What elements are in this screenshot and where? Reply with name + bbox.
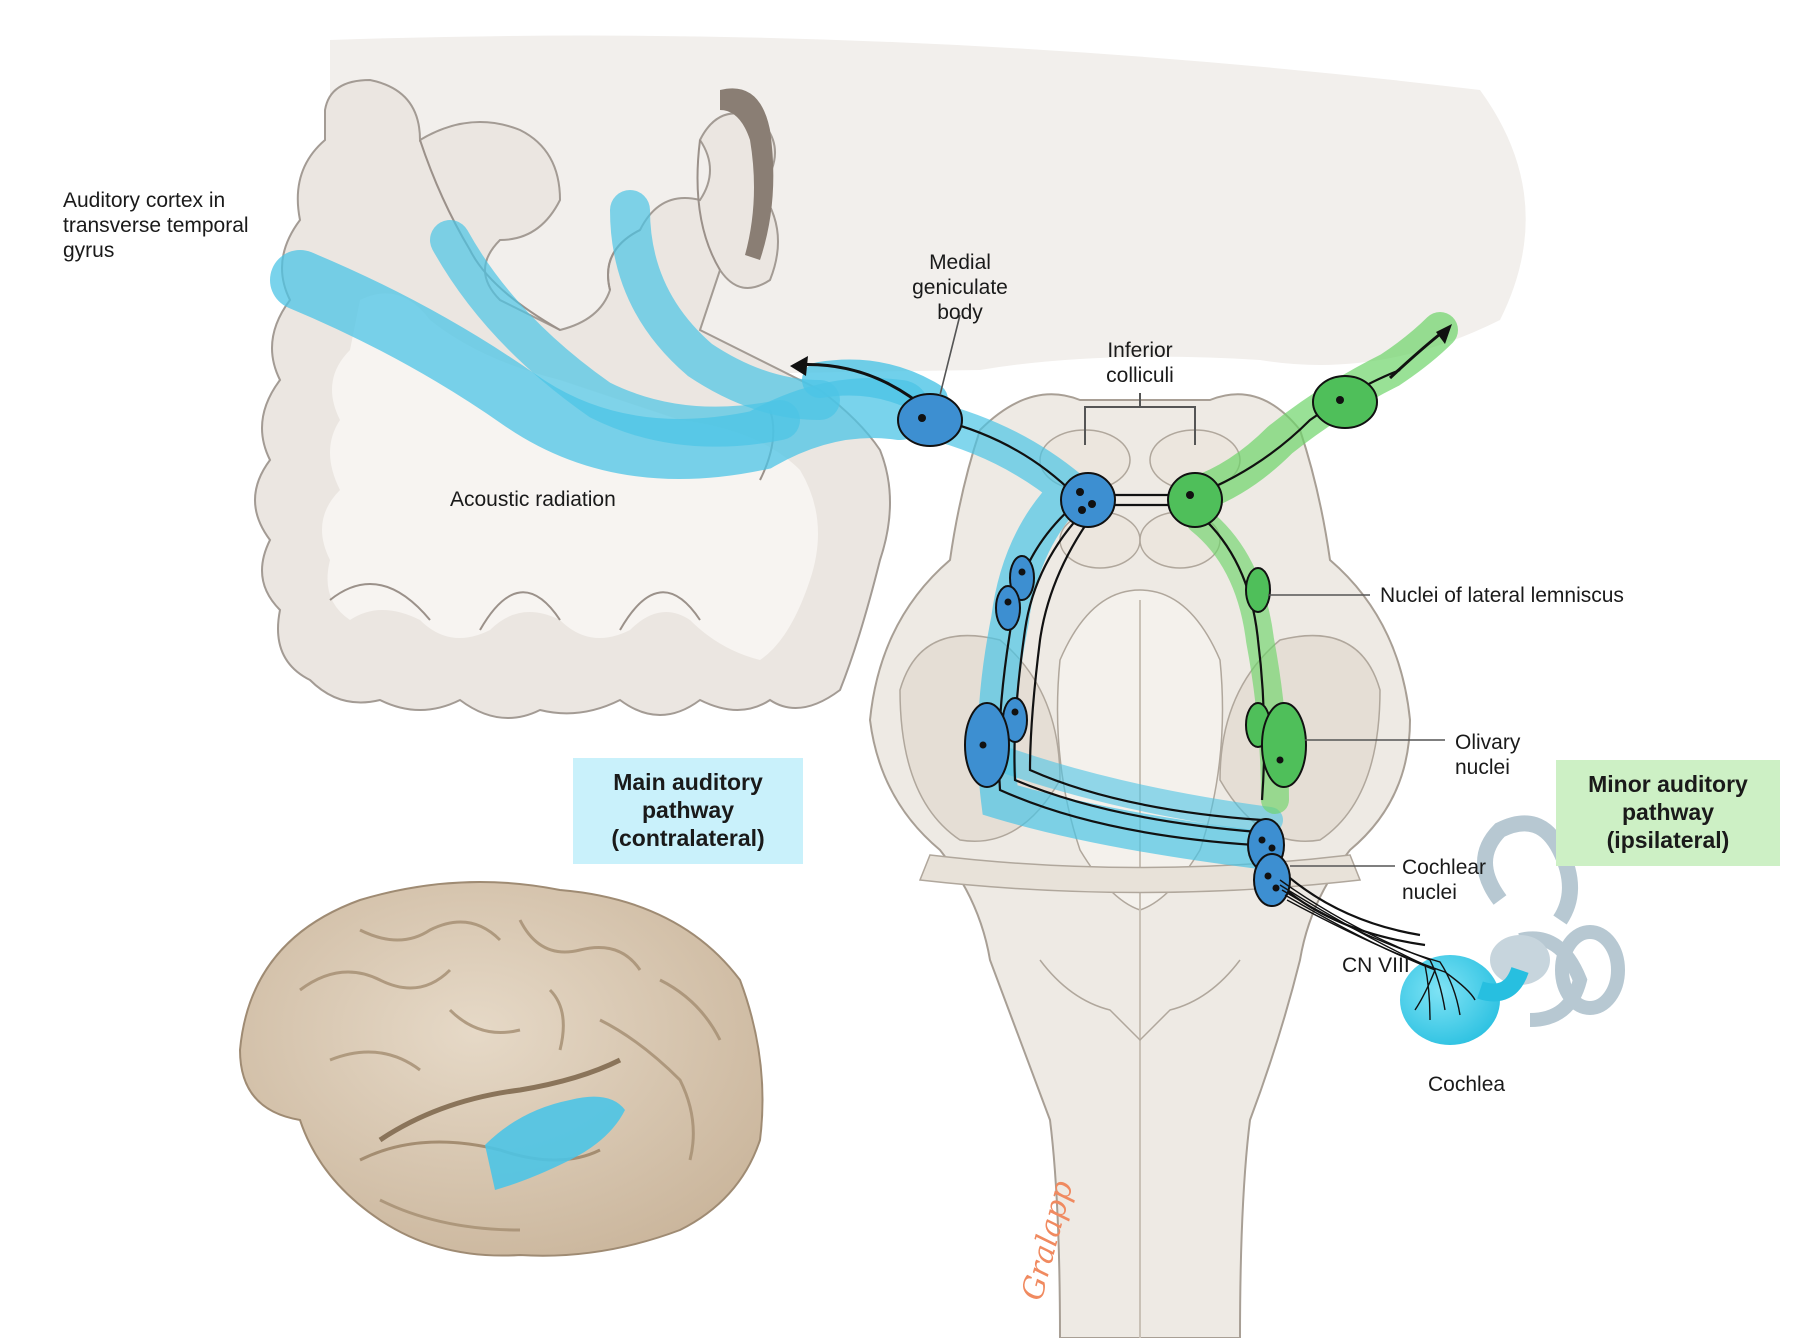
lateral-lemniscus-nucleus-left-1 — [1009, 555, 1035, 601]
inner-ear — [1400, 815, 1625, 1045]
semicircular-canals — [1477, 815, 1578, 925]
main-pathway-nuclei — [897, 393, 1291, 907]
main-pathway-tract — [911, 401, 1283, 869]
label-cochlea: Cochlea — [1428, 1073, 1506, 1096]
label-olivary-nuclei: Olivary nuclei — [1455, 731, 1521, 779]
ventricle — [720, 88, 774, 260]
label-cochlear-nuclei: Cochlear nuclei — [1402, 856, 1487, 904]
legend-minor-pathway: Minor auditory pathway (ipsilateral) — [1556, 760, 1780, 866]
minor-arrowhead — [1436, 324, 1452, 344]
cell-bodies — [918, 396, 1344, 892]
inferior-colliculus-right — [1167, 472, 1223, 528]
medial-geniculate-nucleus — [897, 393, 963, 447]
vestibule — [1490, 935, 1550, 985]
colliculi-bracket — [1084, 393, 1196, 445]
leader-lines — [939, 314, 1445, 867]
label-auditory-cortex: Auditory cortex in transverse temporal g… — [63, 189, 249, 262]
olivary-nucleus-left-large — [964, 702, 1010, 788]
lateral-lemniscus-nucleus-left-2 — [995, 585, 1021, 631]
lateral-brain-view — [238, 881, 764, 1257]
acoustic-radiation-fibers — [270, 190, 948, 479]
label-inferior-colliculi: Inferior colliculi — [1106, 339, 1174, 387]
medial-geniculate-right — [1312, 375, 1378, 429]
lateral-lemniscus-nucleus-right — [1245, 567, 1271, 613]
label-medial-geniculate: Medial geniculate body — [912, 251, 1008, 324]
cn-viii-fibers — [1279, 879, 1476, 1021]
label-lateral-lemniscus: Nuclei of lateral lemniscus — [1380, 584, 1624, 607]
cochlear-nucleus-2 — [1253, 853, 1291, 907]
label-cn-viii: CN VIII — [1342, 954, 1410, 977]
minor-pathway-nuclei — [1167, 375, 1378, 788]
inferior-colliculus-left — [1060, 472, 1116, 528]
auditory-cortex-highlight — [485, 1096, 625, 1190]
olivary-nucleus-right-large — [1261, 702, 1307, 788]
label-acoustic-radiation: Acoustic radiation — [450, 488, 616, 511]
radiation-arrowhead — [790, 356, 808, 376]
legend-main-pathway: Main auditory pathway (contralateral) — [573, 758, 803, 864]
cochlea-shape — [1400, 955, 1500, 1045]
